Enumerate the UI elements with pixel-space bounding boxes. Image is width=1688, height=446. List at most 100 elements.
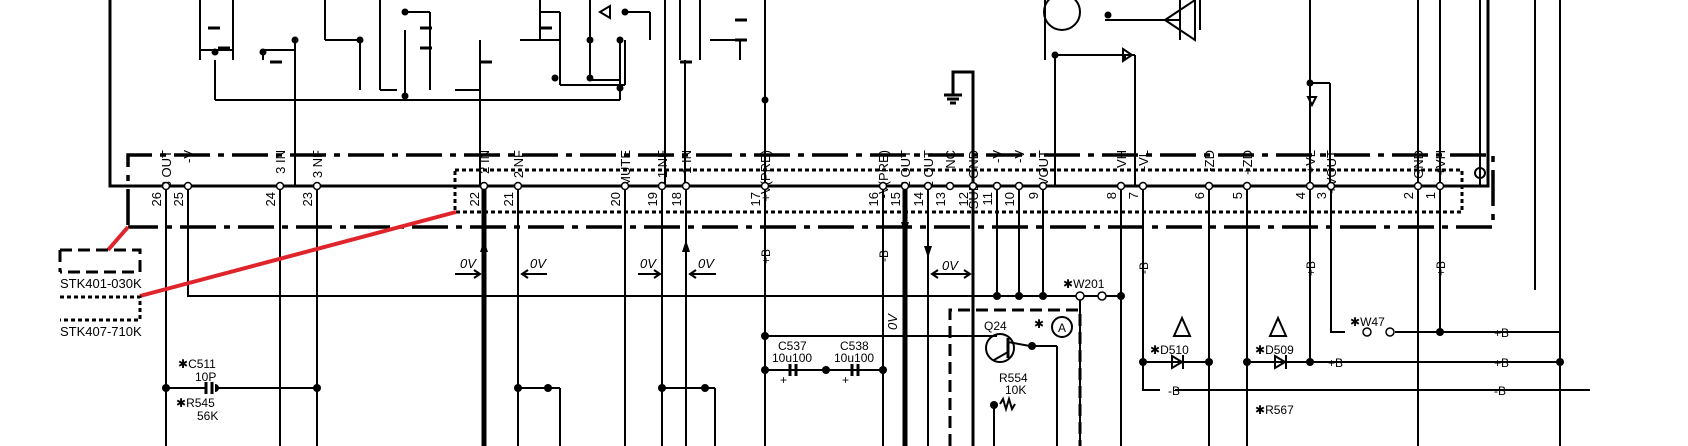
- pin-24: 3 IN 24: [263, 150, 288, 206]
- svg-text:10P: 10P: [195, 370, 216, 384]
- rail-label: -B: [1137, 262, 1151, 274]
- internal-circuit: [199, 0, 1561, 446]
- pin-number: 3: [1314, 192, 1329, 199]
- pin-number: 22: [467, 192, 482, 206]
- pin-terminal: [620, 181, 630, 191]
- pin-number: 15: [888, 192, 903, 206]
- svg-text:✱: ✱: [1034, 317, 1044, 331]
- pin-label: +ZD: [1240, 150, 1255, 175]
- pin-number: 12: [956, 192, 971, 206]
- rail-label: +B: [1434, 261, 1448, 276]
- pin-number: 21: [501, 192, 516, 206]
- pin-terminal: [161, 181, 171, 191]
- rail-label: +B: [1494, 356, 1509, 370]
- pin-terminal: [923, 181, 933, 191]
- svg-text:C538: C538: [840, 339, 869, 353]
- pin-number: 7: [1126, 192, 1141, 199]
- pin-label: 1 IN: [679, 150, 694, 174]
- pin-17: +V(PRE)17: [748, 150, 773, 206]
- pin-terminal: [479, 181, 489, 191]
- pin-label: +VOUT: [1324, 150, 1339, 194]
- pin-number: 18: [669, 192, 684, 206]
- pin-terminal: [992, 181, 1002, 191]
- pin-label: -V: [181, 150, 196, 163]
- pin-label: 1 OUT: [921, 150, 936, 188]
- rail-labels: +B -B -B +B +B +B +B +B -B -B: [759, 249, 1509, 398]
- pin-10: -V10: [1002, 150, 1027, 207]
- pin-label: -V(PRE): [876, 150, 891, 198]
- option-a-box: [948, 308, 1082, 446]
- pin-number: 5: [1230, 192, 1245, 199]
- pin-label: +VL: [1303, 150, 1318, 174]
- variant-a-box: [58, 248, 142, 274]
- pin-number: 4: [1293, 192, 1308, 199]
- pin-terminal: [1326, 181, 1336, 191]
- svg-text:R554: R554: [999, 371, 1028, 385]
- pin-terminal: [1242, 181, 1252, 191]
- zero-volt-label: 0V: [942, 258, 959, 273]
- pin-terminal: [657, 181, 667, 191]
- pin-label: 3 IN: [273, 150, 288, 174]
- svg-text:✱D510: ✱D510: [1150, 343, 1189, 357]
- pin-number: 16: [866, 192, 881, 206]
- pin-terminal: [760, 181, 770, 191]
- rail-label: -B: [877, 250, 891, 262]
- signal-arrows: [480, 222, 932, 258]
- component-labels: ✱C511 10P ✱R545 56K C537 10u100 C538 10u…: [176, 277, 1385, 423]
- pin-label: MUTE: [618, 150, 633, 187]
- pin-19: 1 NF 19: [645, 150, 670, 207]
- zero-volt-label: 0V: [885, 313, 900, 330]
- pin-number: 23: [300, 192, 315, 206]
- pin-label: -ZD: [1202, 150, 1217, 172]
- svg-text:✱W47: ✱W47: [1350, 315, 1385, 329]
- voltage-labels: 0V 0V 0V 0V 0V 0V: [460, 256, 959, 330]
- svg-text:+: +: [780, 373, 787, 387]
- pin-terminal: [1138, 181, 1148, 191]
- rail-label: +B: [759, 249, 773, 264]
- variant-b-label: STK407-710K: [60, 324, 142, 339]
- pin-label: -VL: [1136, 150, 1151, 170]
- rail-label: -B: [1168, 384, 1180, 398]
- variant-a-label: STK401-030K: [60, 276, 142, 291]
- pin-label: 1 NF: [655, 150, 670, 178]
- zero-volt-label: 0V: [640, 256, 657, 271]
- rail-label: +B: [1328, 356, 1343, 370]
- pin-terminal: [513, 181, 523, 191]
- svg-text:✱C511: ✱C511: [178, 357, 216, 371]
- pin-number: 10: [1002, 192, 1017, 206]
- pin-number: 19: [645, 192, 660, 206]
- chip-outline: [108, 0, 1490, 188]
- pin-terminal: [968, 181, 978, 191]
- svg-text:56K: 56K: [197, 409, 218, 423]
- pin-label: -VH: [1114, 150, 1129, 172]
- pin-label: 2 NF: [511, 150, 526, 178]
- pin-number: 9: [1026, 192, 1041, 199]
- svg-text:Q24: Q24: [984, 319, 1007, 333]
- pin-7: -VL 7: [1126, 150, 1151, 199]
- pin-16: -V(PRE)16: [866, 150, 891, 206]
- pin-number: 26: [149, 192, 164, 206]
- zero-volt-label: 0V: [698, 256, 715, 271]
- pin-11: -V11: [980, 150, 1005, 206]
- svg-text:✱D509: ✱D509: [1255, 343, 1294, 357]
- pin-6: -ZD6: [1192, 150, 1217, 199]
- svg-text:10K: 10K: [1005, 383, 1026, 397]
- pin-number: 24: [263, 192, 278, 206]
- pin-5: +ZD 5: [1230, 150, 1255, 199]
- pin-terminal: [1038, 181, 1048, 191]
- pin-number: 13: [933, 192, 948, 206]
- pin-21: 2 NF 21: [501, 150, 526, 207]
- svg-text:C537: C537: [778, 339, 807, 353]
- pin-terminal: [312, 181, 322, 191]
- pin-number: 17: [748, 192, 763, 206]
